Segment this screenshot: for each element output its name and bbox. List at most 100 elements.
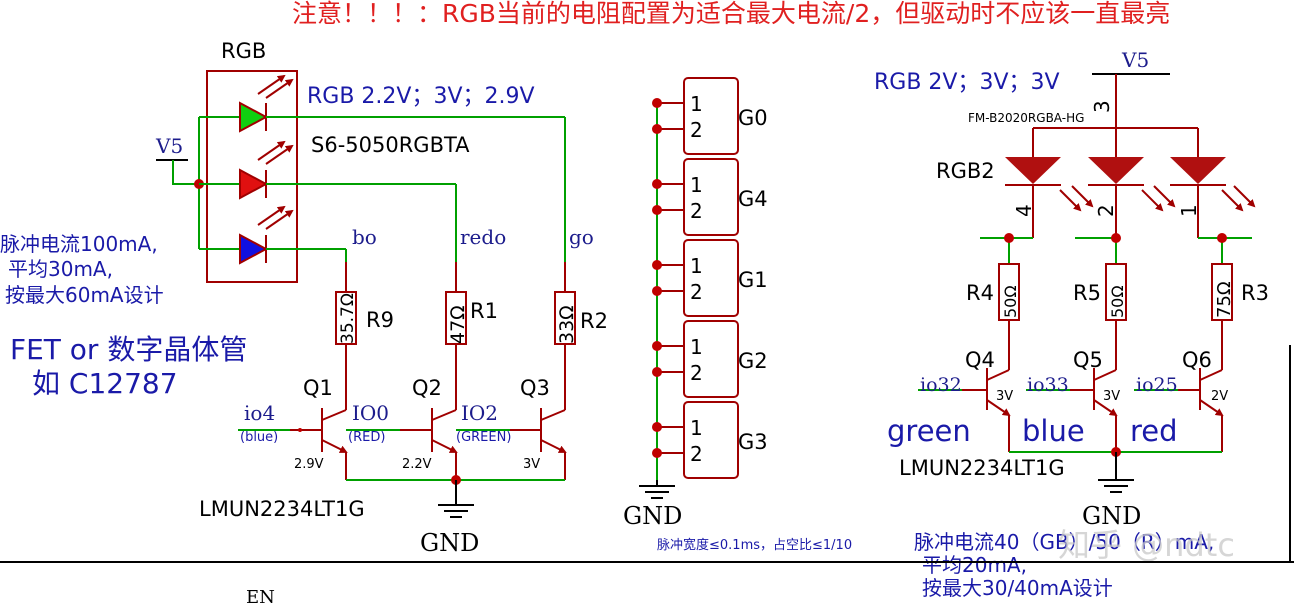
emission-arrow-icon <box>265 209 294 230</box>
q1-ref: Q1 <box>303 376 333 400</box>
r2-ref: R2 <box>580 309 608 333</box>
emission-arrow-icon <box>265 144 294 165</box>
connector-pin-number: 1 <box>690 335 703 359</box>
q3-ref: Q3 <box>520 376 550 400</box>
pin-4: 4 <box>1012 204 1036 217</box>
connector-label: G2 <box>738 349 768 373</box>
q5-input-net: io33 <box>1027 374 1069 396</box>
notice-text: 注意！！！：RGB当前的电阻配置为适合最大电流/2，但驱动时不应该一直最亮 <box>292 0 1170 28</box>
emission-arrow-icon <box>265 78 294 99</box>
transistor-q6 <box>1178 320 1224 452</box>
current-note-line1: 脉冲电流100mA, <box>0 232 158 256</box>
r5-value: 50Ω <box>1108 285 1127 318</box>
rgb-title: RGB <box>221 39 266 63</box>
q6-input-net: io25 <box>1136 374 1178 396</box>
r3-ref: R3 <box>1241 281 1269 305</box>
current-note-line2: 平均30mA, <box>8 257 113 281</box>
connector-g4: 12 G4 <box>652 158 768 236</box>
connector-pin-number: 2 <box>690 442 703 466</box>
common-pin: 3 <box>1090 100 1114 113</box>
rgb-led-package <box>206 70 298 283</box>
right-v5-label: V5 <box>1121 48 1149 72</box>
r4-ref: R4 <box>966 281 994 305</box>
q1-input-net: io4 <box>244 401 275 425</box>
emission-arrow-icon <box>257 140 286 161</box>
q1-voltage: 2.9V <box>294 457 324 472</box>
right-current-note-line2: 平均20mA, <box>922 553 1027 577</box>
connector-pin-number: 1 <box>690 92 703 116</box>
junction-dot <box>1217 233 1227 243</box>
r1-value: 47Ω <box>447 305 469 344</box>
q5-color: blue <box>1022 414 1085 448</box>
net-label-redo: redo <box>460 225 506 249</box>
emission-arrow-icon <box>257 205 286 226</box>
right-led-ref: RGB2 <box>936 159 995 183</box>
junction-dot <box>1004 233 1014 243</box>
r2-value: 33Ω <box>556 305 578 344</box>
q4-ref: Q4 <box>965 348 995 372</box>
left-part-number: LMUN2234LT1G <box>199 497 365 521</box>
ground-icon <box>438 504 474 518</box>
right-led-part: FM-B2020RGBA-HG <box>968 111 1084 125</box>
r9-ref: R9 <box>366 308 394 332</box>
led-triangle-icon <box>1170 157 1256 238</box>
led-triangle-icon <box>1005 157 1094 238</box>
transistor-q5 <box>1070 320 1118 452</box>
q6-color: red <box>1130 414 1178 448</box>
connector-pin-number: 1 <box>690 416 703 440</box>
q1-color-note: (blue) <box>240 430 278 445</box>
q2-voltage: 2.2V <box>402 457 432 472</box>
emission-arrow-icon <box>257 74 286 95</box>
right-rgb-voltages: RGB 2V；3V；3V <box>874 70 1060 95</box>
watermark: 知乎 @ndtc <box>1058 526 1235 564</box>
transistor-q3 <box>510 344 567 480</box>
right-gnd-label: GND <box>1082 502 1141 530</box>
v5-wire <box>172 160 199 185</box>
pin-1: 1 <box>1177 204 1201 217</box>
q6-ref: Q6 <box>1182 348 1212 372</box>
left-gnd-label: GND <box>420 529 479 557</box>
connector-pin-number: 1 <box>690 254 703 278</box>
r3-value: 75Ω <box>1214 281 1235 318</box>
transistor-q1 <box>290 344 348 480</box>
r9-value: 35.7Ω <box>338 293 358 344</box>
ground-icon <box>1098 479 1134 493</box>
q4-voltage: 3V <box>996 389 1013 404</box>
led-part-number: S6-5050RGBTA <box>311 133 470 157</box>
fet-note-line2: 如 C12787 <box>32 367 178 400</box>
q2-input-net: IO0 <box>352 401 389 425</box>
r1-ref: R1 <box>470 299 498 323</box>
junction-dot <box>1111 233 1121 243</box>
v5-label: V5 <box>155 134 183 158</box>
q5-voltage: 3V <box>1103 389 1120 404</box>
middle-gnd-label: GND <box>623 502 682 530</box>
connector-g3: 12 G3 <box>652 401 768 479</box>
q5-ref: Q5 <box>1073 348 1103 372</box>
led-green-icon <box>239 101 269 133</box>
q3-color-note: (GREEN) <box>456 430 511 445</box>
connector-label: G4 <box>738 187 768 211</box>
led-blue-icon <box>239 233 269 265</box>
connector-pin-number: 1 <box>690 173 703 197</box>
rgb-voltages: RGB 2.2V；3V；2.9V <box>307 84 535 109</box>
r4-value: 50Ω <box>1001 285 1020 318</box>
net-label-go: go <box>569 225 594 249</box>
right-current-note-line1: 脉冲电流40（GB）/50（R）mA, <box>914 530 1214 554</box>
right-current-note-line3: 按最大30/40mA设计 <box>922 576 1113 600</box>
q4-input-net: io32 <box>920 374 962 396</box>
q4-color: green <box>887 414 971 448</box>
fet-note-line1: FET or 数字晶体管 <box>10 333 247 366</box>
led-triangle-icon <box>1088 157 1176 238</box>
connector-pin-number: 2 <box>690 280 703 304</box>
net-label-bo: bo <box>352 225 377 249</box>
connector-pin-number: 2 <box>690 199 703 223</box>
led-red-icon <box>239 168 269 200</box>
q2-ref: Q2 <box>412 376 442 400</box>
connector-label: G3 <box>738 430 768 454</box>
transistor-q4 <box>962 320 1011 452</box>
